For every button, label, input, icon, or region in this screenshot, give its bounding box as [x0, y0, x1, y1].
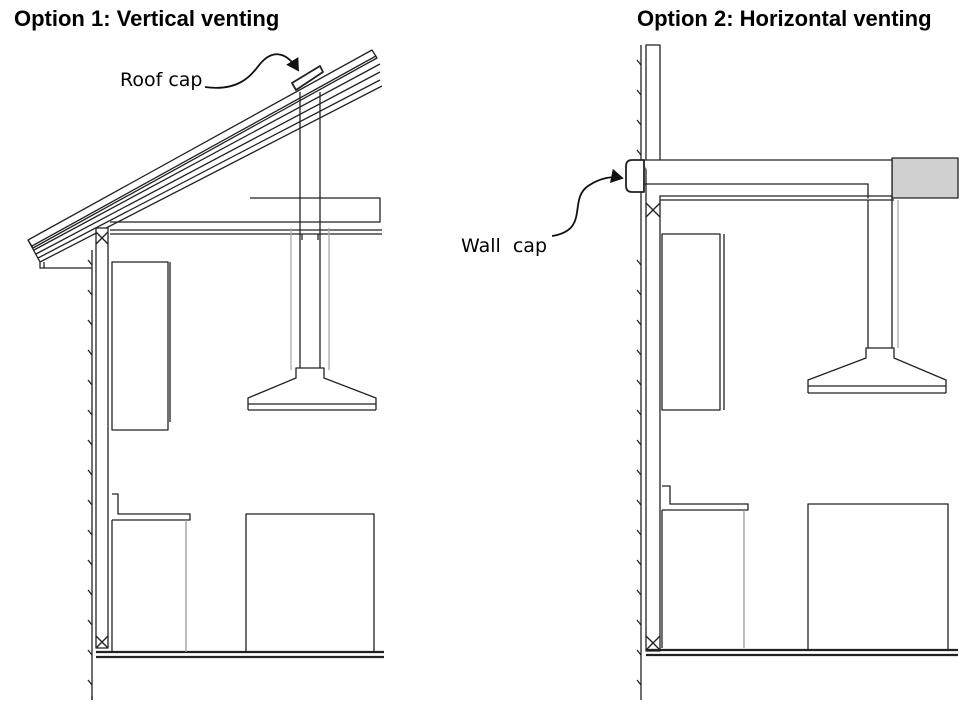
stove-2 — [807, 503, 949, 651]
exterior-wall — [87, 227, 109, 700]
exterior-wall-2 — [636, 44, 661, 700]
horizontal-duct — [642, 159, 899, 348]
wall-cap-arrow — [551, 168, 624, 237]
upper-cabinet — [111, 261, 171, 431]
range-hood — [247, 367, 377, 411]
upper-cabinet-2 — [661, 233, 725, 411]
option-2-title: Option 2: Horizontal venting — [637, 6, 932, 31]
floor-line-2 — [646, 648, 958, 657]
option-1-title: Option 1: Vertical venting — [14, 6, 280, 31]
option-2-diagram — [551, 44, 959, 700]
sloped-roof — [27, 49, 383, 269]
option-1-diagram — [27, 49, 384, 700]
vertical-duct — [290, 92, 330, 370]
ceiling-joist — [110, 197, 382, 235]
roof-cap — [291, 65, 324, 91]
floor-line — [96, 650, 384, 659]
wall-cap-label: Wall cap — [461, 235, 548, 257]
roof-cap-label: Roof cap — [120, 69, 203, 91]
wall-cap — [625, 159, 645, 193]
counter — [111, 493, 191, 652]
roof-cap-arrow — [204, 53, 299, 89]
range-hood-2 — [807, 347, 947, 394]
stove — [245, 513, 375, 653]
counter-2 — [661, 485, 749, 648]
ceiling-joist-2 — [891, 157, 959, 199]
